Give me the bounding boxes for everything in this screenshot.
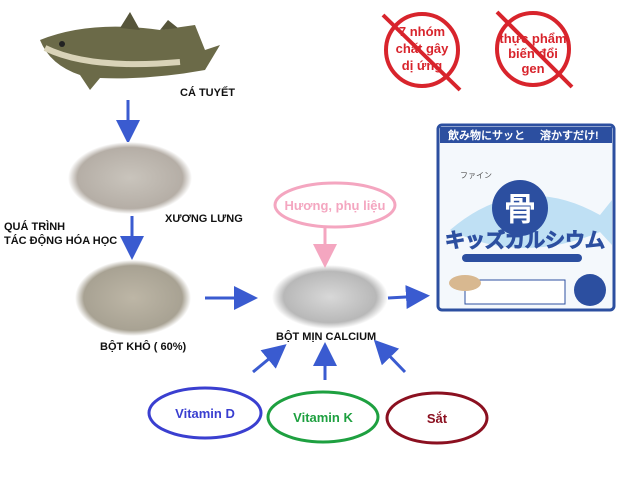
calcium-product-package: 飲み物にサッと 溶かすだけ! ファイン 骨 キッズカルシウム bbox=[436, 123, 616, 312]
svg-text:thực phẩm: thực phẩm bbox=[499, 31, 566, 46]
process-label-line1: QUÁ TRÌNH bbox=[4, 220, 65, 233]
ban-icon bbox=[495, 11, 571, 87]
svg-text:ファイン: ファイン bbox=[460, 171, 492, 180]
svg-text:biến đổi: biến đổi bbox=[508, 46, 558, 61]
ban-allergens-sign: 7 nhóm chất gây dị ứng bbox=[381, 12, 462, 92]
arrow-iron bbox=[373, 339, 407, 374]
flavor-ellipse bbox=[273, 181, 397, 229]
ban-icon bbox=[384, 12, 460, 88]
process-label-line2: TÁC ĐỘNG HÓA HỌC bbox=[4, 234, 117, 247]
svg-text:7 nhóm: 7 nhóm bbox=[399, 24, 445, 39]
dry-powder-label: BỘT KHÔ ( 60%) bbox=[100, 340, 187, 353]
backbone-label: XƯƠNG LƯNG bbox=[165, 213, 243, 225]
cod-fish-image bbox=[40, 12, 220, 90]
svg-text:gen: gen bbox=[521, 61, 544, 76]
fine-powder-label: BỘT MỊN CALCIUM bbox=[276, 330, 376, 343]
iron-label: Sắt bbox=[427, 411, 448, 426]
svg-text:キッズカルシウム: キッズカルシウム bbox=[445, 228, 605, 252]
vitamin-k-ellipse bbox=[266, 390, 380, 444]
dry-powder-image bbox=[75, 260, 191, 336]
arrow-vitamin-d bbox=[252, 344, 287, 374]
vitamin-d-label: Vitamin D bbox=[175, 406, 235, 421]
iron-ellipse bbox=[385, 391, 489, 445]
fish-label: CÁ TUYẾT bbox=[180, 86, 235, 99]
ban-gmo-sign: thực phẩm biến đổi gen bbox=[495, 10, 574, 89]
vitamin-d-ellipse bbox=[147, 386, 263, 440]
vitamin-k-label: Vitamin K bbox=[293, 410, 353, 425]
svg-text:dị ứng: dị ứng bbox=[402, 58, 443, 73]
svg-text:飲み物にサッと: 飲み物にサッと bbox=[447, 128, 525, 142]
fine-powder-image bbox=[272, 265, 388, 329]
svg-text:溶かすだけ!: 溶かすだけ! bbox=[540, 128, 599, 142]
backbone-image bbox=[68, 142, 192, 214]
flavor-label: Hương, phụ liệu bbox=[285, 198, 386, 213]
svg-text:chất gây: chất gây bbox=[396, 41, 450, 56]
arrow-fine-to-product bbox=[387, 285, 430, 309]
svg-text:骨: 骨 bbox=[504, 191, 536, 227]
